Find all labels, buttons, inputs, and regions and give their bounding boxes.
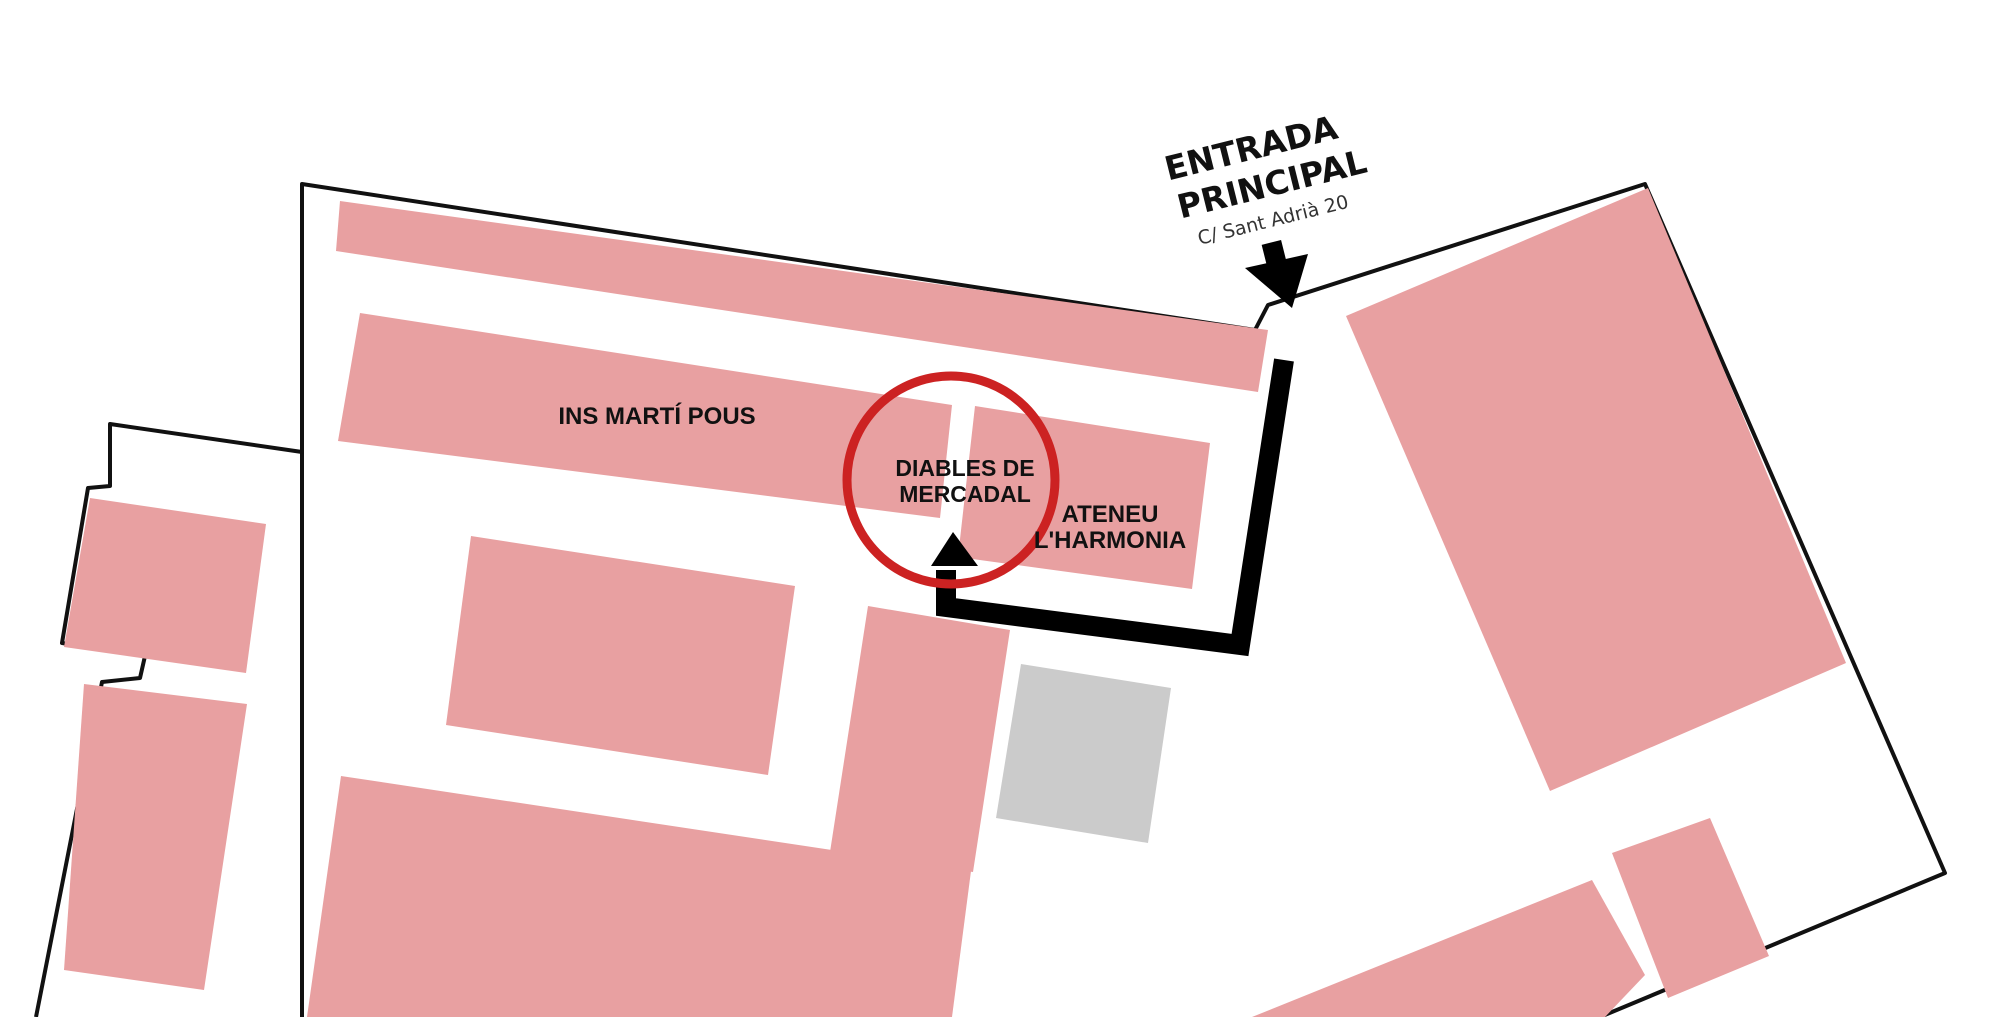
route-line <box>936 358 1294 657</box>
building-west-bottom <box>64 684 247 990</box>
building-west-top <box>64 498 266 673</box>
circle-marker-icon <box>842 371 1060 589</box>
buildings <box>64 188 1846 1017</box>
building-ateneu-harmonia <box>958 406 1210 589</box>
building-south-large <box>307 776 971 1017</box>
label-ins-marti-pous: INS MARTÍ POUS <box>558 402 755 430</box>
entrance-label-group: ENTRADA PRINCIPAL C/ Sant Adrià 20 <box>1161 108 1371 250</box>
building-center-block <box>446 536 795 775</box>
building-southeast-a <box>1252 880 1645 1017</box>
building-north-strip <box>336 201 1268 392</box>
label-venue-line2: MERCADAL <box>899 481 1031 507</box>
building-east-large <box>1346 188 1846 791</box>
building-center-south <box>830 606 1010 872</box>
building-ins-marti-pous <box>338 313 952 518</box>
building-southeast-b <box>1612 818 1769 998</box>
arrow-down-icon <box>1245 240 1308 308</box>
building-gray-square <box>996 664 1171 843</box>
site-boundary-west <box>34 184 304 1017</box>
route-path <box>931 358 1294 657</box>
label-venue-line1: DIABLES DE <box>895 455 1034 481</box>
label-ateneu-line1: ATENEU <box>1062 501 1159 528</box>
arrow-up-icon <box>931 532 978 566</box>
label-ateneu-line2: L'HARMONIA <box>1034 527 1186 554</box>
